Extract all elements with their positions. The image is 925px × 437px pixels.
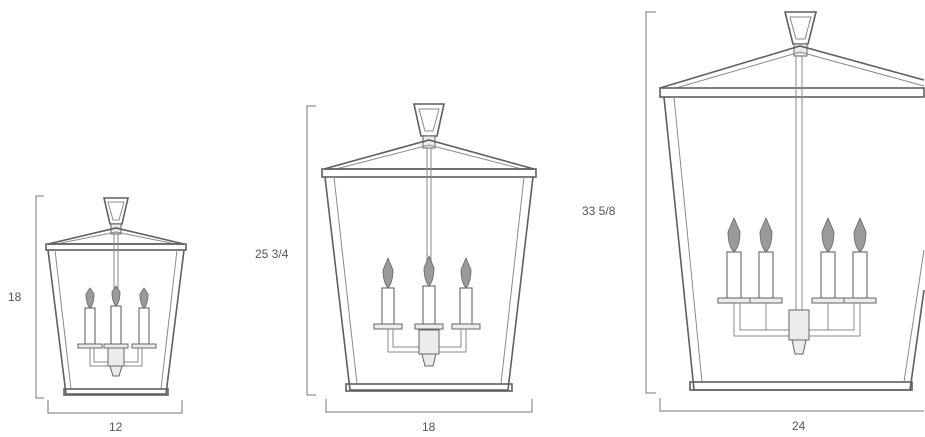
width-label-medium: 18: [422, 420, 436, 434]
cage-medium: [324, 176, 534, 391]
height-label-large: 33 5/8: [582, 204, 616, 218]
width-label-large: 24: [792, 419, 806, 433]
height-dimension-large: 33 5/8: [582, 11, 656, 394]
hanger-loop-large: [783, 11, 818, 45]
width-dimension-medium: 18: [325, 399, 533, 434]
height-label-medium: 25 3/4: [255, 247, 289, 261]
cage-small: [47, 249, 185, 395]
hanger-loop-small: [102, 197, 130, 225]
lantern-small: 18 12: [8, 195, 187, 434]
lantern-large: 33 5/8 24: [582, 11, 925, 433]
width-label-small: 12: [109, 420, 123, 434]
candles-medium: [373, 254, 481, 330]
height-dimension-small: 18: [8, 195, 44, 399]
height-label-small: 18: [8, 290, 22, 304]
hanger-loop-medium: [413, 103, 445, 137]
candles-large: [717, 216, 877, 304]
width-dimension-large: 24: [659, 398, 924, 433]
height-dimension-medium: 25 3/4: [255, 105, 316, 396]
roof-large: [659, 45, 925, 89]
lantern-medium: 25 3/4 18: [255, 103, 537, 434]
candles-small: [77, 285, 157, 349]
width-dimension-small: 12: [47, 400, 183, 434]
